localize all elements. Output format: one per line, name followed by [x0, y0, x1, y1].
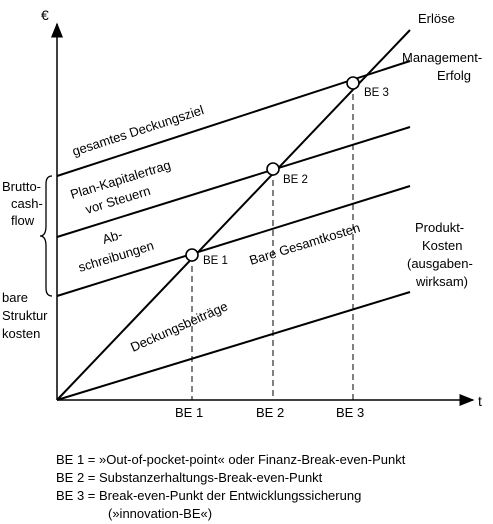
brutto-cashflow-brace: [39, 175, 53, 297]
management-erfolg-label-1: Management-: [402, 50, 482, 65]
brutto-cashflow-label-1: Brutto-: [2, 179, 41, 194]
abschreibungen-label-1: Ab-: [100, 227, 124, 247]
be2-point: [266, 162, 280, 176]
be2-tick-label: BE 2: [256, 405, 284, 420]
be3-tick-label: BE 3: [336, 405, 364, 420]
y-axis-label: €: [41, 7, 49, 23]
legend-item-be1: BE 1 = »Out-of-pocket-point« oder Finanz…: [56, 452, 406, 467]
brutto-cashflow-label-2: cash-: [11, 196, 43, 211]
plan-kapitalertrag-line: [56, 126, 411, 238]
legend: BE 1 = »Out-of-pocket-point« oder Finanz…: [56, 451, 486, 523]
produkt-kosten-label-3: (ausgaben-: [407, 256, 473, 271]
erloese-line: [56, 29, 411, 401]
deckungsbeitraege-label: Deckungsbeiträge: [128, 298, 230, 354]
brutto-cashflow-label-3: flow: [11, 213, 35, 228]
legend-item-be2: BE 2 = Substanzerhaltungs-Break-even-Pun…: [56, 470, 323, 485]
bare-strukturkosten-label-1: bare: [2, 290, 28, 305]
x-axis-label: t: [478, 393, 482, 409]
be2-point-label: BE 2: [283, 174, 308, 186]
be1-point: [185, 248, 199, 262]
produkt-kosten-line: [56, 291, 411, 401]
bare-strukturkosten-label-3: kosten: [2, 326, 40, 341]
bare-strukturkosten-label-2: Struktur: [2, 308, 48, 323]
erloese-label: Erlöse: [418, 11, 455, 26]
bare-gesamtkosten-line: [56, 185, 411, 297]
legend-item-be3-note: (»innovation-BE«): [108, 506, 213, 521]
produkt-kosten-label-4: wirksam): [415, 274, 468, 289]
produkt-kosten-label-2: Kosten: [422, 238, 462, 253]
legend-item-be3: BE 3 = Break-even-Punkt der Entwicklungs…: [56, 488, 362, 503]
be1-point-label: BE 1: [203, 255, 228, 267]
break-even-diagram: € t Erlöse Management- Erfolg gesamtes D…: [2, 7, 482, 420]
be3-point: [346, 76, 360, 90]
management-erfolg-label-2: Erfolg: [437, 68, 471, 83]
be1-tick-label: BE 1: [175, 405, 203, 420]
bare-gesamtkosten-label: Bare Gesamtkosten: [247, 220, 361, 268]
produkt-kosten-label-1: Produkt-: [415, 220, 464, 235]
be3-point-label: BE 3: [364, 87, 389, 99]
